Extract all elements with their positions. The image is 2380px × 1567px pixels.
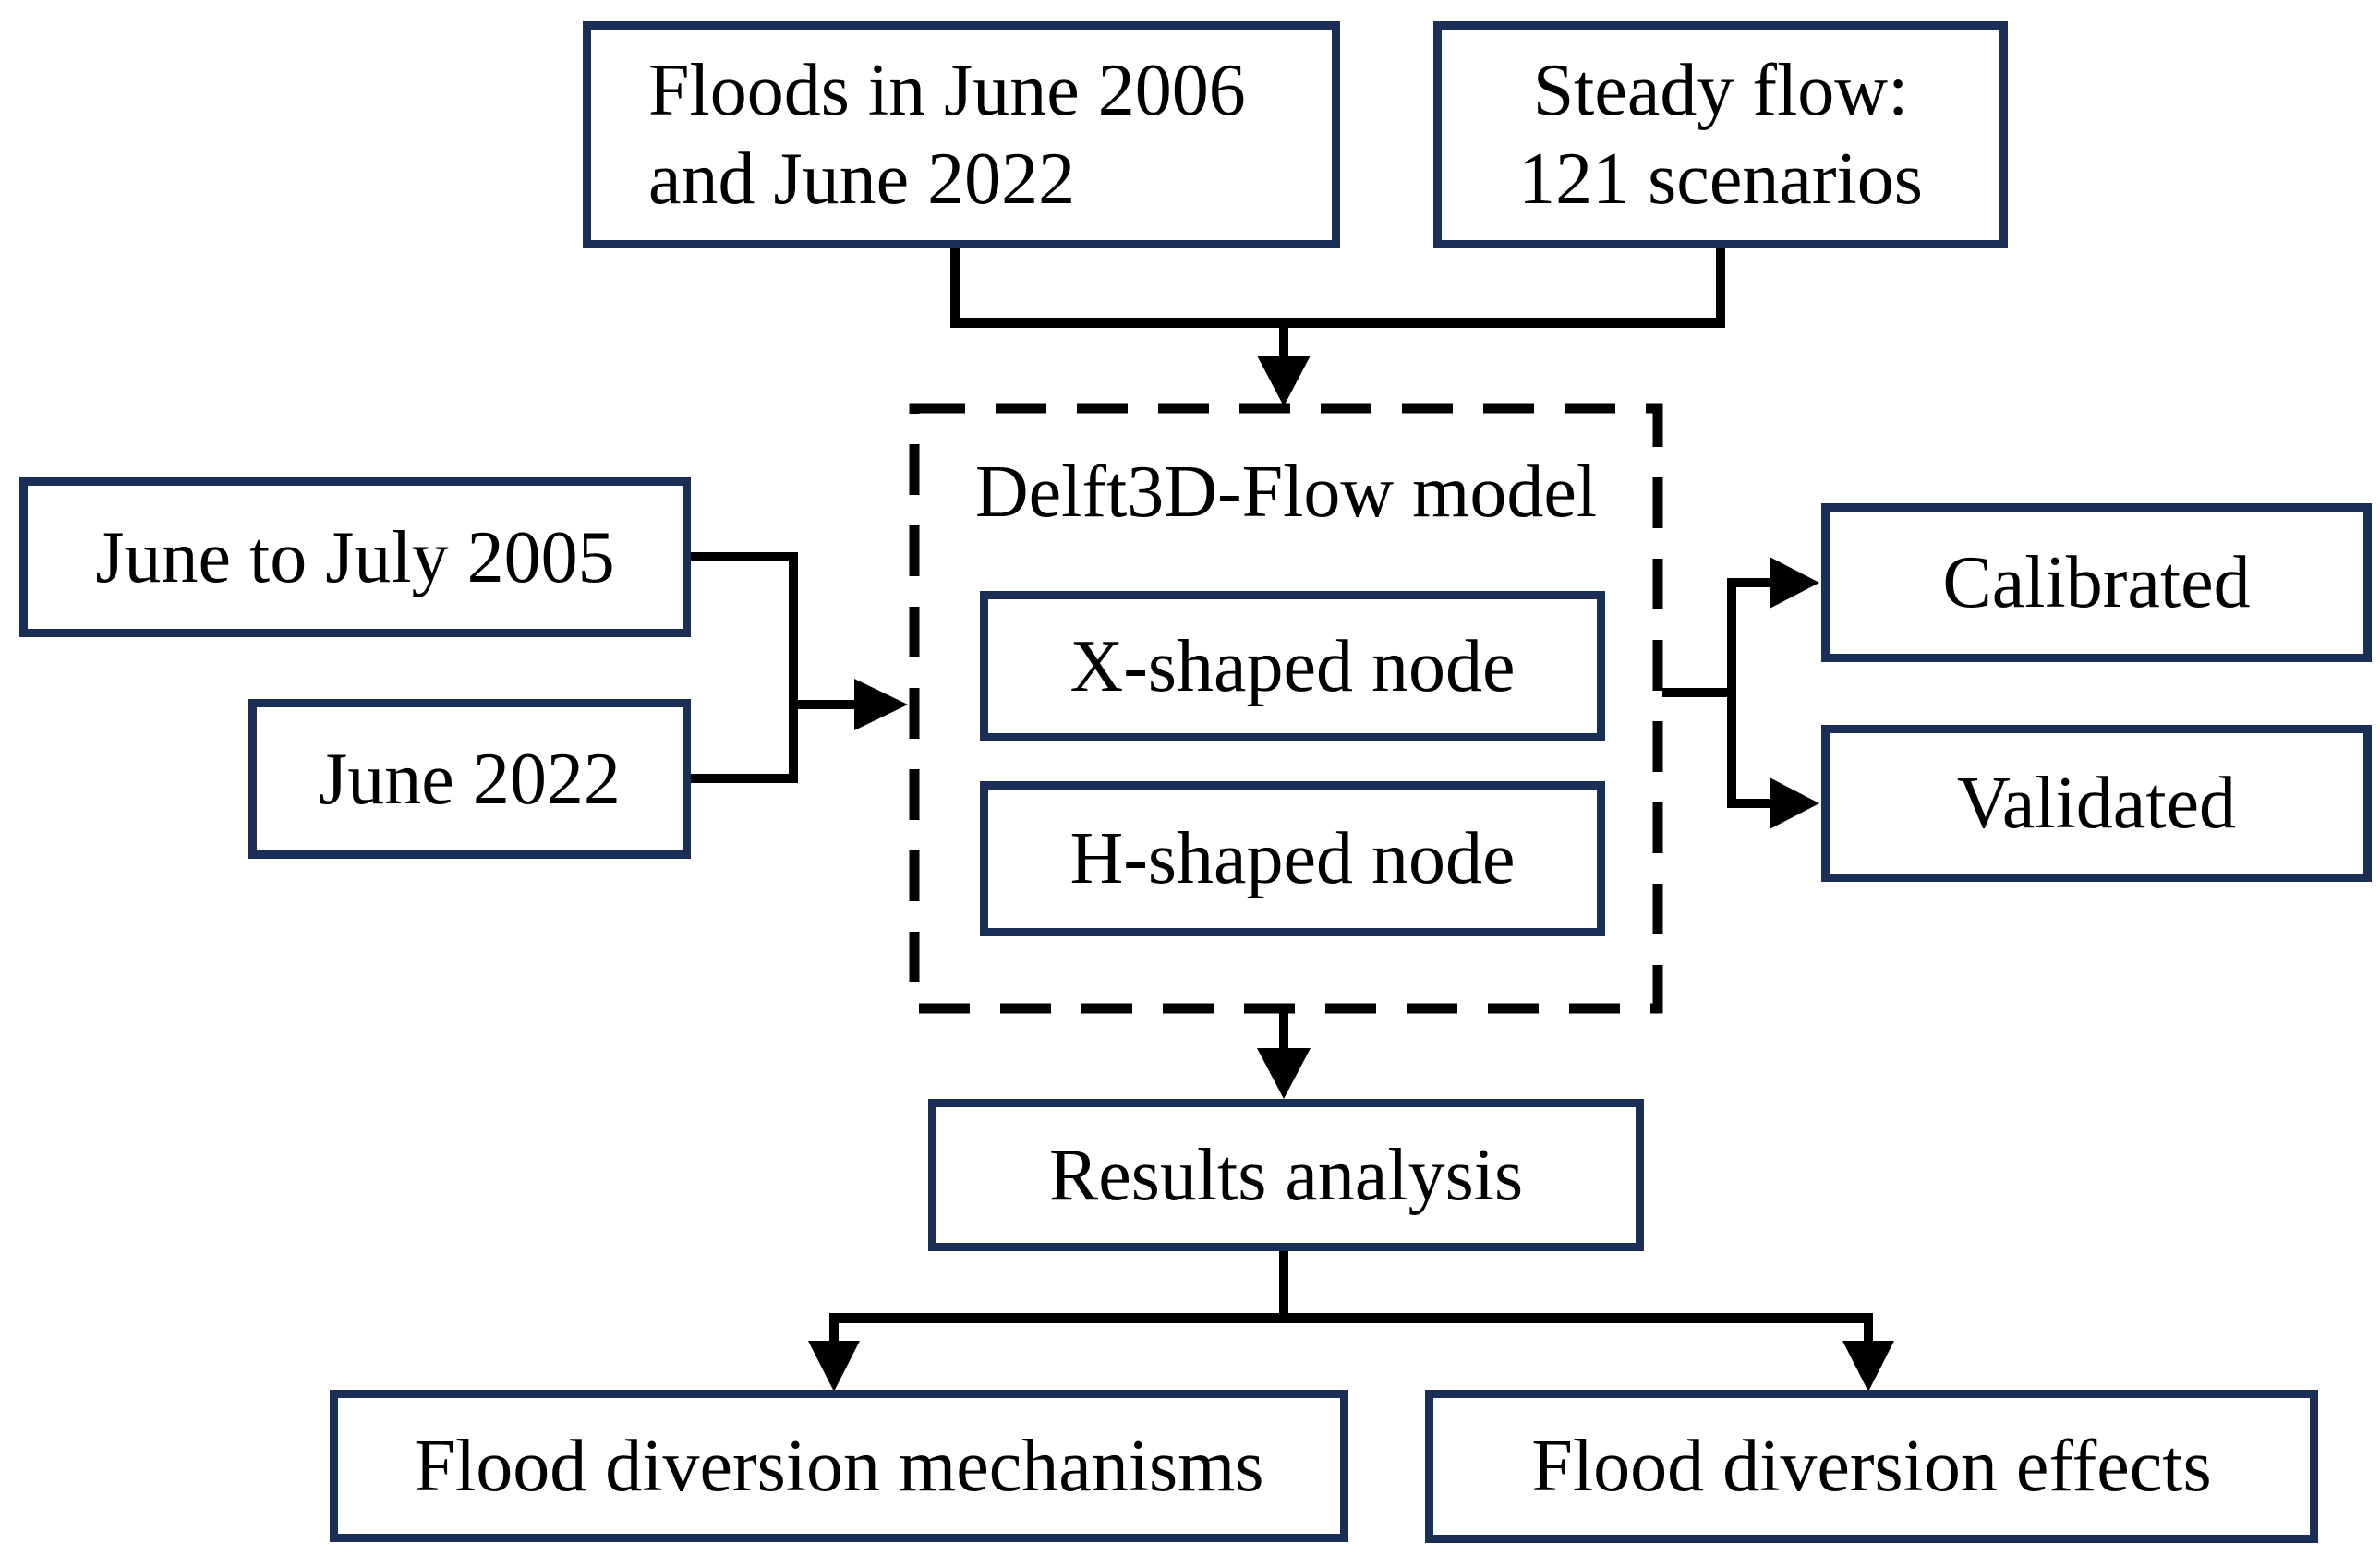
floods-box-line2: and June 2022 (648, 139, 1076, 220)
floods-box-line1: Floods in June 2006 (648, 50, 1246, 131)
flood-diversion-mechanisms-box: Flood diversion mechanisms (330, 1390, 1348, 1542)
arrowhead-into-model-left (854, 679, 908, 730)
validated-label: Validated (1956, 763, 2237, 844)
calibrated-box: Calibrated (1821, 503, 2372, 662)
x-shaped-node-box: X-shaped node (980, 591, 1605, 741)
model-title: Delft3D-Flow model (910, 441, 1662, 543)
arrowhead-into-validated (1770, 777, 1819, 829)
model-title-label: Delft3D-Flow model (974, 452, 1598, 533)
arrowhead-into-model-top (1257, 356, 1311, 406)
connector-left-inputs-to-model (691, 552, 908, 783)
calibrated-label: Calibrated (1942, 542, 2251, 623)
x-shaped-node-label: X-shaped node (1069, 625, 1516, 707)
results-analysis-label: Results analysis (1048, 1134, 1524, 1216)
flood-diversion-effects-box: Flood diversion effects (1425, 1390, 2318, 1543)
arrowhead-into-results (1257, 1048, 1311, 1099)
june-2022-box: June 2022 (248, 699, 691, 859)
june-to-july-2005-label: June to July 2005 (95, 516, 615, 598)
june-2022-label: June 2022 (319, 738, 621, 820)
connector-model-to-results (1257, 1008, 1311, 1099)
connector-top-inputs-to-model (950, 247, 1725, 406)
validated-box: Validated (1821, 725, 2372, 882)
connector-results-to-outcomes (808, 1251, 1894, 1392)
arrowhead-into-effects (1842, 1341, 1894, 1392)
flood-diversion-mechanisms-label: Flood diversion mechanisms (414, 1425, 1264, 1507)
floods-2006-2022-box: Floods in June 2006 and June 2022 (583, 21, 1340, 248)
steady-flow-box-line2: 121 scenarios (1518, 139, 1923, 220)
arrowhead-into-mechanisms (808, 1341, 860, 1392)
steady-flow-scenarios-box: Steady flow: 121 scenarios (1433, 21, 2008, 248)
connector-model-to-outputs (1662, 557, 1819, 829)
steady-flow-box-line1: Steady flow: (1532, 50, 1909, 131)
h-shaped-node-box: H-shaped node (980, 781, 1605, 936)
h-shaped-node-label: H-shaped node (1069, 818, 1516, 899)
flood-diversion-effects-label: Flood diversion effects (1531, 1426, 2212, 1507)
results-analysis-box: Results analysis (928, 1099, 1644, 1251)
june-to-july-2005-box: June to July 2005 (19, 477, 691, 637)
arrowhead-into-calibrated (1770, 557, 1819, 609)
